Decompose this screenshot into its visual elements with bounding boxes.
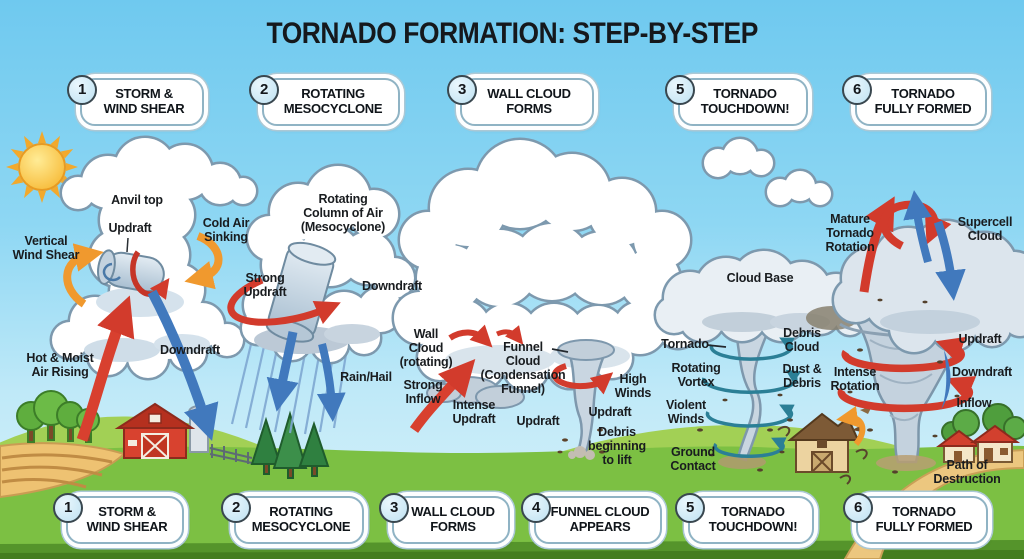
label-downdraft-2: Downdraft (362, 279, 422, 293)
step-number: 3 (447, 75, 477, 105)
label-strong-updraft: Strong Updraft (243, 271, 287, 299)
step-label: TORNADO TOUCHDOWN! (708, 504, 798, 534)
label-debris-lift: Debris beginning to lift (588, 425, 646, 467)
step-number: 1 (53, 493, 83, 523)
step-label: STORM & WIND SHEAR (103, 86, 185, 116)
step-number: 5 (675, 493, 705, 523)
step-number: 5 (665, 75, 695, 105)
label-anvil-top: Anvil top (111, 193, 163, 207)
label-cold-air-sinking: Cold Air Sinking (202, 216, 250, 244)
label-downdraft-6: Downdraft (952, 365, 1012, 379)
step-number: 2 (221, 493, 251, 523)
flying-debris-6 (847, 298, 960, 474)
step-number: 4 (521, 493, 551, 523)
label-rotating-vortex: Rotating Vortex (671, 361, 721, 389)
leader-lines (551, 344, 727, 353)
step-label: STORM & WIND SHEAR (86, 504, 168, 534)
scene2-arrows (266, 331, 346, 422)
step-number: 6 (842, 75, 872, 105)
label-downdraft-1: Downdraft (160, 343, 220, 357)
page-title: TORNADO FORMATION: STEP-BY-STEP (266, 17, 758, 50)
fence (209, 444, 253, 464)
label-debris-cloud: Debris Cloud (783, 326, 821, 354)
step-label: TORNADO FULLY FORMED (874, 86, 972, 116)
step-label: ROTATING MESOCYCLONE (283, 86, 383, 116)
step-label: TORNADO FULLY FORMED (875, 504, 973, 534)
step-label: FUNNEL CLOUD APPEARS (550, 504, 650, 534)
step-number: 6 (843, 493, 873, 523)
flying-debris-5 (697, 393, 793, 472)
scene6-arrows (837, 190, 977, 413)
label-rain-hail: Rain/Hail (340, 370, 392, 384)
label-updraft-6: Updraft (958, 332, 1002, 346)
label-violent-winds: Violent Winds (665, 398, 707, 426)
label-mature-rotation: Mature Tornado Rotation (825, 212, 875, 254)
label-wall-cloud: Wall Cloud (rotating) (399, 327, 453, 369)
label-intense-rotation: Intense Rotation (830, 365, 880, 393)
scene1-arrows (63, 232, 223, 442)
top-step-3: 3 WALL CLOUD FORMS (447, 75, 594, 126)
label-strong-inflow: Strong Inflow (403, 378, 443, 406)
step-label: WALL CLOUD FORMS (411, 504, 495, 534)
evergreen-trees (250, 410, 330, 479)
label-inflow: Inflow (956, 396, 992, 410)
mesocyclone-cylinder (227, 241, 341, 343)
label-funnel-cloud: Funnel Cloud (Condensation Funnel) (480, 340, 566, 396)
scene3-arrows (409, 324, 614, 433)
label-ground-contact: Ground Contact (670, 445, 716, 473)
step-number: 3 (379, 493, 409, 523)
step-number: 1 (67, 75, 97, 105)
supercell-cloud-6 (834, 221, 1024, 352)
label-cloud-base: Cloud Base (726, 271, 794, 285)
label-supercell-cloud: Supercell Cloud (957, 215, 1013, 243)
label-dust-debris: Dust & Debris (782, 362, 822, 390)
label-updraft-1: Updraft (108, 221, 152, 235)
houses (936, 403, 1024, 463)
label-tornado: Tornado (661, 337, 709, 351)
label-path-destruction: Path of Destruction (933, 458, 1001, 486)
damaged-barn (777, 405, 872, 485)
label-high-winds: High Winds (614, 372, 652, 400)
step-label: WALL CLOUD FORMS (487, 86, 571, 116)
step-label: TORNADO TOUCHDOWN! (700, 86, 790, 116)
label-updraft-4a: Updraft (516, 414, 560, 428)
step-number: 2 (249, 75, 279, 105)
label-hot-moist-air: Hot & Moist Air Rising (26, 351, 94, 379)
step-label: ROTATING MESOCYCLONE (251, 504, 351, 534)
horizontal-rotation-cylinder (97, 237, 170, 300)
rotating-vortex-arrows (702, 337, 802, 459)
label-updraft-4b: Updraft (588, 405, 632, 419)
label-rotating-column: Rotating Column of Air (Mesocyclone) (300, 192, 386, 234)
sun-icon (6, 131, 78, 203)
label-intense-updraft: Intense Updraft (452, 398, 496, 426)
label-vertical-wind-shear: Vertical Wind Shear (12, 234, 80, 262)
